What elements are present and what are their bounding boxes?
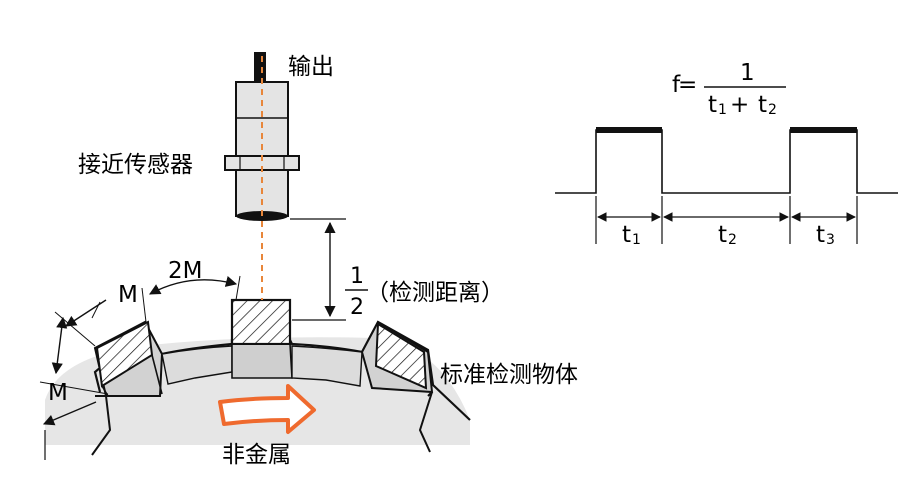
gear-valley-right [291,345,363,387]
half-denominator: 2 [350,295,364,320]
formula-plus: + [730,92,749,118]
gear [45,298,471,456]
detect-distance-dimension [290,218,346,321]
m-dimension-side [39,299,109,395]
gear-tooth-bottom-right [418,391,433,453]
gear-valley-left [161,345,233,385]
sensor-cable [254,52,266,82]
timing-t2-sub: 2 [728,232,737,248]
label-detect-distance: （检测距离） [366,280,504,306]
label-nonmetal: 非金属 [222,442,291,468]
sensor-face [236,211,288,221]
timing-t2: t [718,222,727,248]
gear-tooth-right [360,320,434,394]
timing-t3: t [816,222,825,248]
timing-t1: t [622,222,631,248]
gear-tooth-left [93,320,164,397]
two-m-dimension-arc [149,276,238,295]
formula-eq: = [678,72,697,98]
timing-t3-sub: 3 [826,232,835,248]
label-output: 输出 [288,54,334,80]
label-sensor: 接近传感器 [78,152,193,178]
label-target: 标准检测物体 [440,362,578,388]
timing-waveform [555,129,898,194]
formula-t1-sub: 1 [718,102,727,118]
formula-t1: t [708,92,717,118]
half-numerator: 1 [350,264,364,289]
label-m-top: M [118,282,138,308]
label-two-m: 2M [168,258,202,284]
gear-tooth-center [230,298,293,379]
formula-t2-sub: 2 [768,102,777,118]
frequency-formula: f = 1 t 1 + t 2 [672,60,786,118]
half-fraction: 1 2 [345,264,368,320]
formula-numerator: 1 [740,60,755,86]
label-m-left: M [48,380,68,406]
gear-tooth-bottom-left [91,395,112,456]
formula-t2: t [758,92,767,118]
formula-f: f [672,72,681,98]
rotation-arrow [218,384,316,434]
timing-t1-sub: 1 [632,232,641,248]
m-dimension-bottom [42,401,97,460]
timing-diagram: t 1 t 2 t 3 [555,127,898,248]
